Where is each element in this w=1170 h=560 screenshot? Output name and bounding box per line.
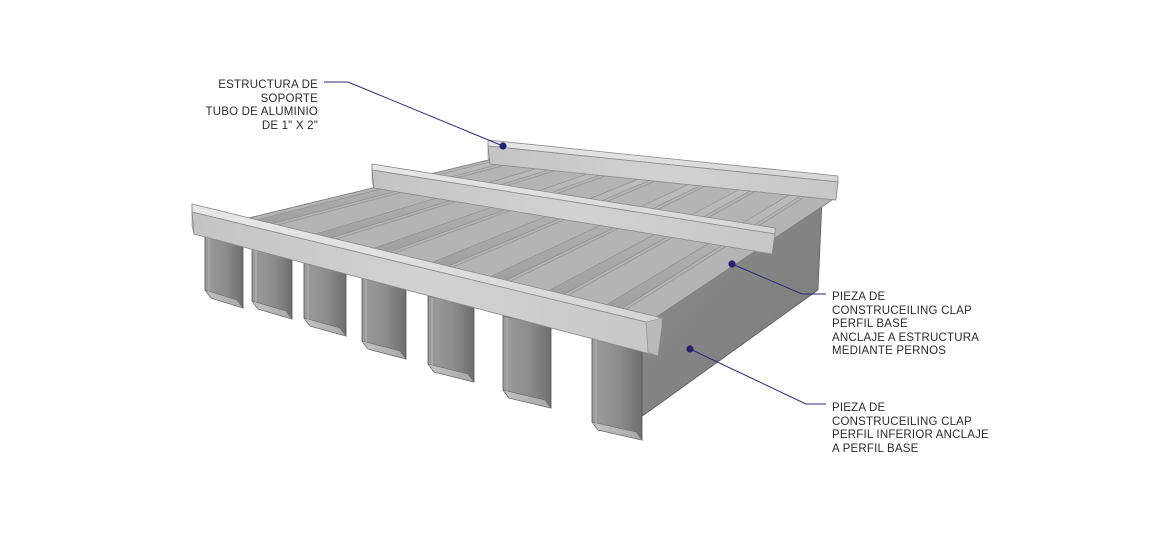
lower-profile-fin bbox=[502, 315, 552, 409]
callout-estructura-soporte: ESTRUCTURA DE SOPORTE TUBO DE ALUMINIO D… bbox=[170, 79, 318, 133]
profile-rib bbox=[316, 169, 556, 246]
callout-line: PIEZA DE bbox=[832, 291, 886, 303]
leader-dot-perfil-base bbox=[728, 260, 736, 268]
profile-rib bbox=[607, 197, 804, 322]
leader-line-estructura bbox=[324, 81, 504, 147]
profile-rib bbox=[432, 180, 655, 276]
profile-rib bbox=[549, 191, 755, 307]
lower-profile-fin bbox=[591, 337, 643, 441]
callout-perfil-inferior: PIEZA DE CONSTRUCEILING CLAP PERFIL INFE… bbox=[832, 402, 1032, 456]
callout-line: PIEZA DE bbox=[832, 402, 886, 414]
lower-profile-fin bbox=[204, 232, 244, 309]
support-tube-front bbox=[191, 203, 663, 357]
lower-profile-fin bbox=[303, 261, 347, 337]
callout-line: ANCLAJE A ESTRUCTURA bbox=[832, 331, 980, 344]
support-tube-back bbox=[487, 139, 839, 201]
profile-rib bbox=[257, 164, 507, 231]
callout-perfil-base: PIEZA DE CONSTRUCEILING CLAP PERFIL BASE… bbox=[832, 291, 1032, 359]
lower-profile-fin bbox=[361, 276, 407, 360]
callout-line: CONSTRUCEILING CLAP bbox=[832, 415, 972, 428]
callout-line: A PERFIL BASE bbox=[832, 442, 919, 455]
callout-line: MEDIANTE PERNOS bbox=[832, 345, 947, 358]
profile-rib bbox=[374, 175, 606, 261]
callout-line: ESTRUCTURA DE bbox=[218, 79, 318, 91]
leader-dot-perfil-inferior bbox=[686, 345, 694, 353]
leader-dot-estructura bbox=[499, 142, 507, 150]
lower-profile-fin bbox=[251, 246, 293, 320]
callout-line: DE 1" X 2" bbox=[261, 119, 318, 132]
callout-line: PERFIL INFERIOR ANCLAJE bbox=[832, 429, 989, 442]
callout-line: PERFIL BASE bbox=[832, 318, 908, 331]
support-tubes bbox=[191, 139, 839, 357]
support-tube-middle bbox=[371, 163, 776, 255]
callout-line: CONSTRUCEILING CLAP bbox=[832, 304, 972, 317]
lower-profile-fins bbox=[204, 232, 643, 441]
callout-line: TUBO DE ALUMINIO bbox=[205, 106, 318, 119]
profile-rib bbox=[490, 186, 705, 292]
leader-line-perfil-inferior bbox=[689, 348, 826, 405]
leader-lines bbox=[324, 81, 826, 405]
lower-profile-fin bbox=[427, 295, 475, 383]
callout-line: SOPORTE bbox=[260, 92, 318, 105]
leader-line-perfil-base bbox=[731, 263, 826, 295]
